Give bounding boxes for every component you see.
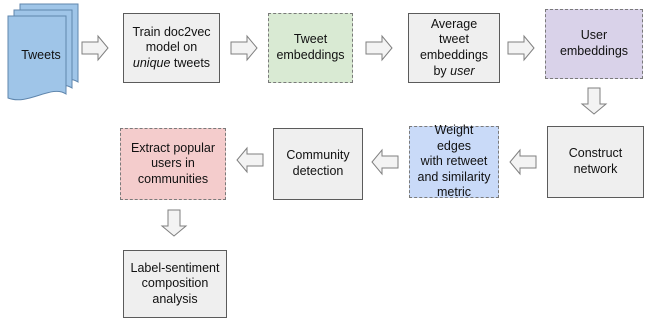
node-construct-network: Construct network (547, 126, 644, 198)
node-tweets-label: Tweets (21, 48, 61, 63)
node-weight-edges-label: Weight edges with retweet and similarity… (417, 122, 491, 200)
node-extract-popular-users-label: Extract popular users in communities (130, 140, 216, 186)
train-line-2: model on (145, 40, 198, 55)
node-community-detection: Community detection (273, 128, 363, 200)
node-extract-popular-users: Extract popular users in communities (120, 128, 226, 200)
arrow-average-to-user-embeddings (507, 34, 535, 62)
node-label-sentiment-analysis: Label-sentiment composition analysis (123, 250, 227, 318)
average-line-4-emphasis: user (450, 63, 475, 78)
arrow-weight-edges-to-community (371, 148, 399, 176)
train-line-3-rest: tweets (170, 55, 211, 70)
node-community-detection-label: Community detection (286, 148, 350, 178)
arrow-tweet-embeddings-to-average (365, 34, 393, 62)
average-line-1: Average (430, 16, 478, 31)
train-line-1: Train doc2vec (132, 24, 211, 39)
arrow-community-to-extract (236, 146, 264, 174)
arrow-construct-to-weight-edges (509, 148, 537, 176)
tweets-document-stack (7, 3, 79, 101)
arrows (81, 34, 608, 237)
arrow-tweets-to-train (81, 34, 109, 62)
node-user-embeddings: User embeddings (545, 9, 643, 79)
node-label-sentiment-analysis-label: Label-sentiment composition analysis (130, 260, 220, 306)
average-line-4-pre: by (433, 63, 451, 78)
node-tweet-embeddings-label: Tweet embeddings (276, 32, 345, 62)
train-line-3-emphasis: unique (132, 55, 171, 70)
average-line-2: tweet (439, 32, 469, 47)
node-tweet-embeddings: Tweet embeddings (268, 13, 353, 83)
arrow-train-to-tweet-embeddings (230, 34, 258, 62)
arrow-extract-to-label-sentiment (160, 209, 188, 237)
node-weight-edges: Weight edges with retweet and similarity… (409, 122, 499, 200)
arrow-user-embeddings-to-construct (580, 87, 608, 115)
node-tweets: Tweets (8, 28, 74, 92)
node-construct-network-label: Construct network (568, 146, 623, 176)
average-line-3: embeddings (419, 48, 489, 62)
document-sheet-3 (7, 15, 67, 101)
node-user-embeddings-label: User embeddings (559, 28, 629, 58)
